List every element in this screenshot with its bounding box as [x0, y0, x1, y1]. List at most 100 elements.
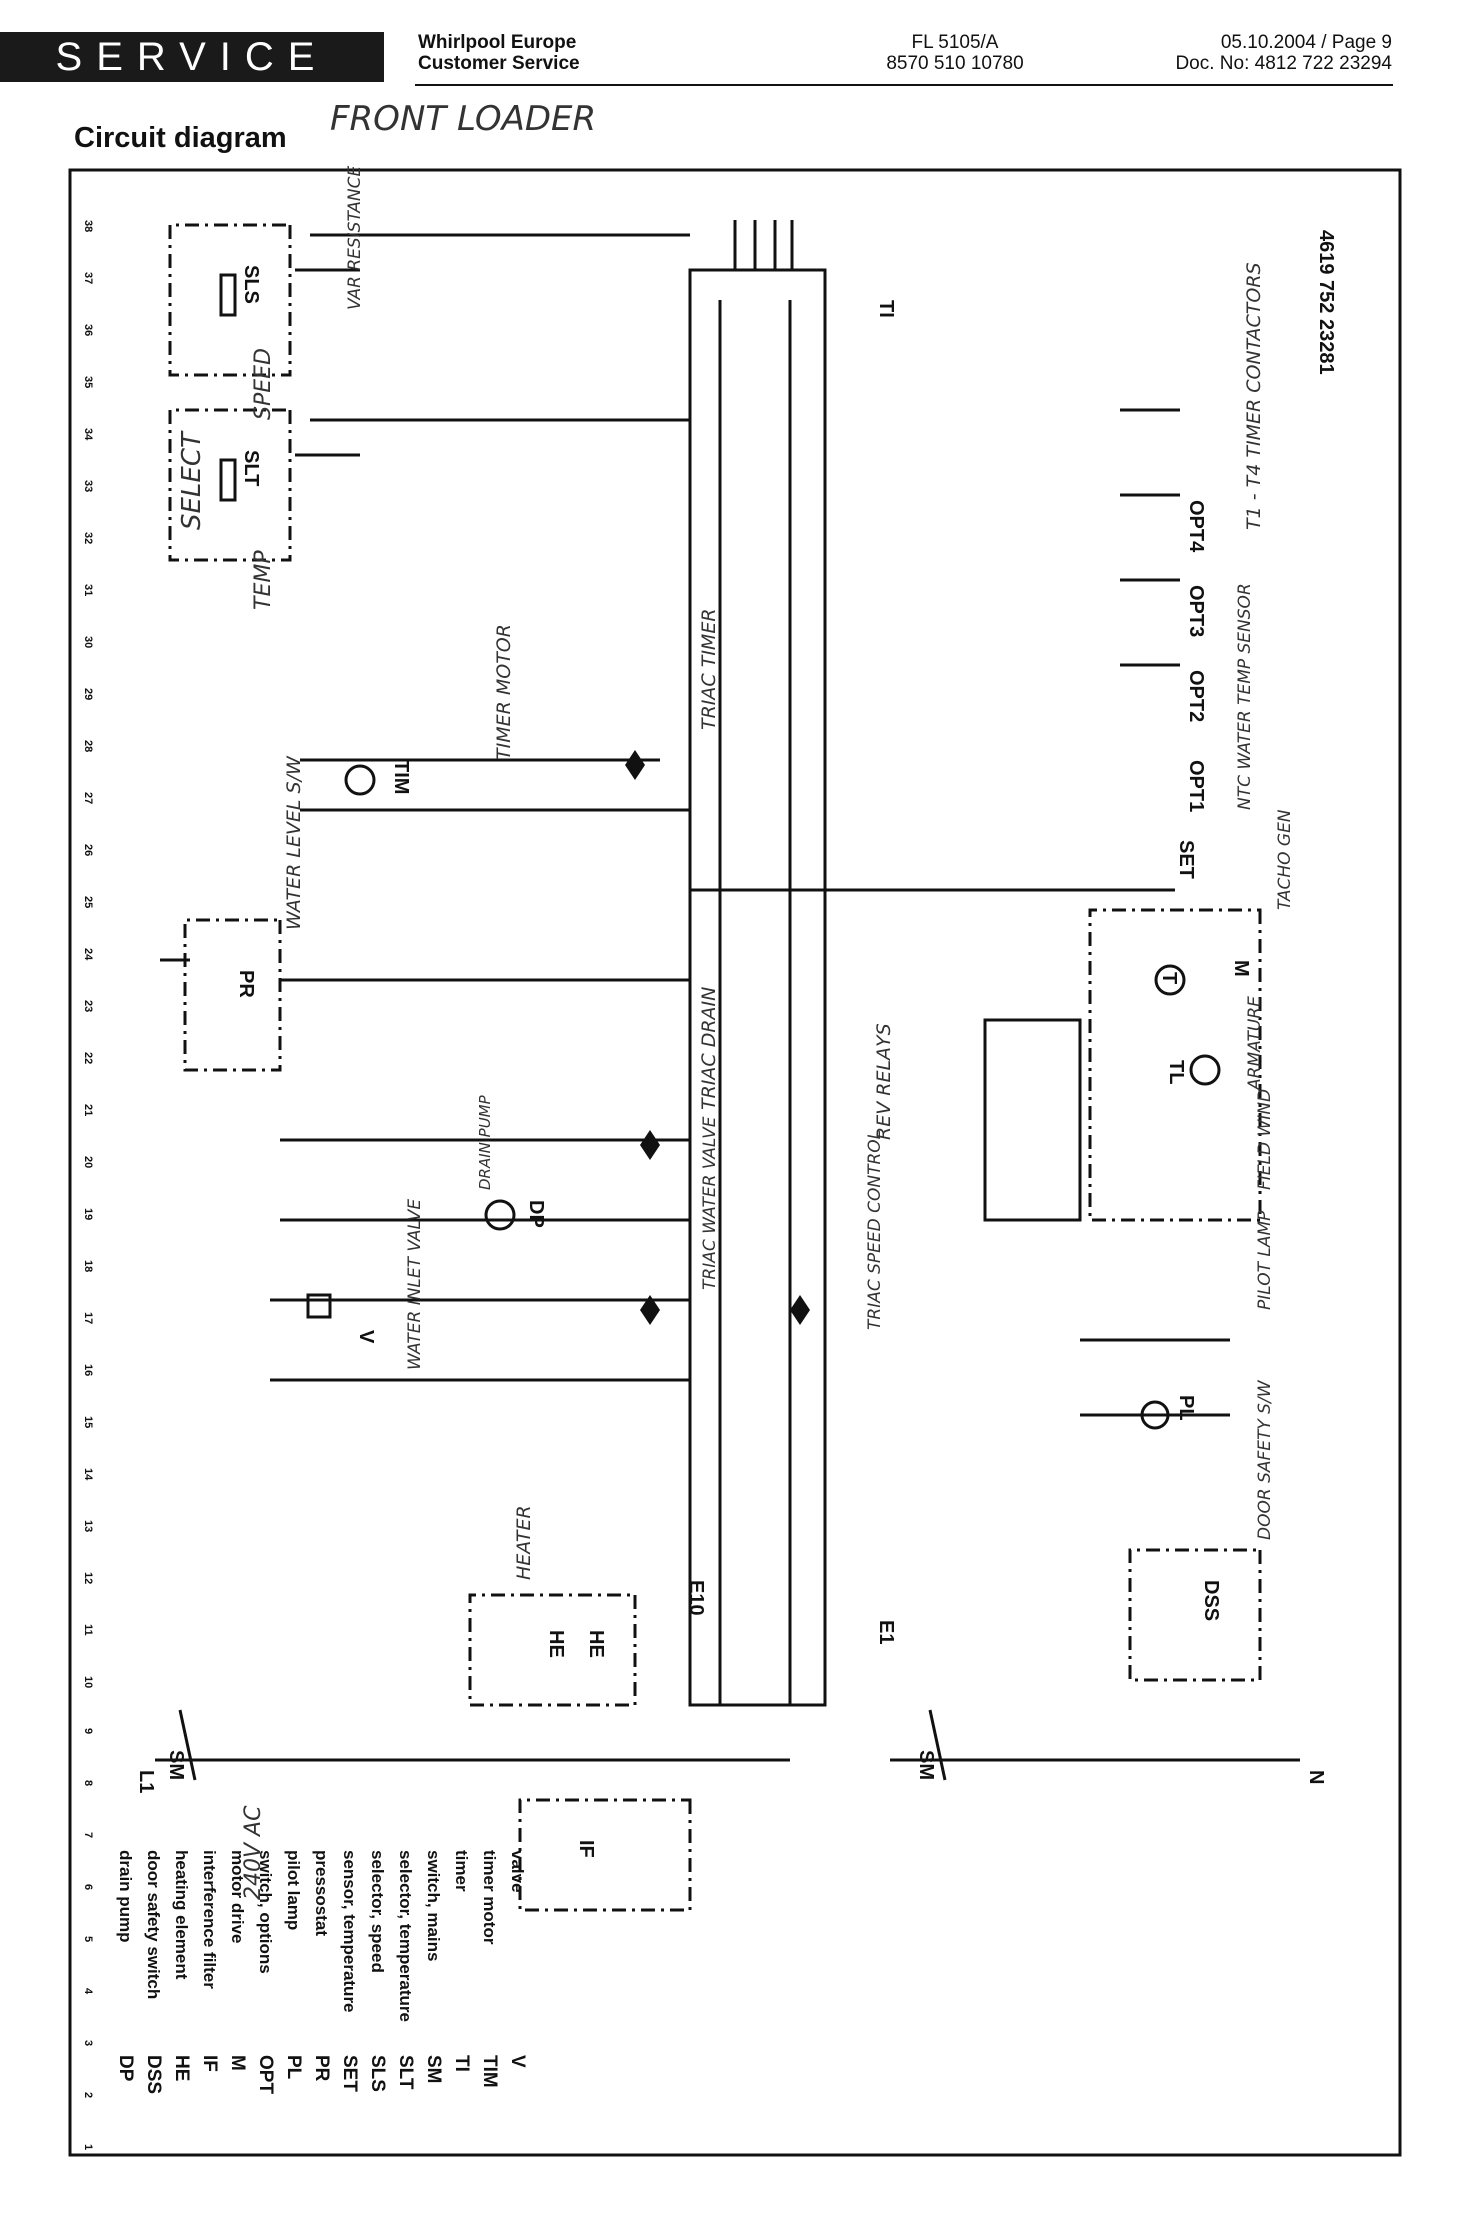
column-number: 19	[82, 1208, 94, 1220]
legend-code: DSS	[143, 2055, 164, 2094]
column-number: 26	[82, 844, 94, 856]
column-number: 25	[82, 896, 94, 908]
drawing-number: 4619 752 23281	[1315, 230, 1337, 375]
column-number: 13	[82, 1520, 94, 1532]
pr-label: PR	[235, 970, 257, 998]
service-text: SERVICE	[55, 35, 329, 79]
column-number: 20	[82, 1156, 94, 1168]
handwritten-ntc: NTC WATER TEMP SENSOR	[1235, 583, 1255, 810]
handwritten-triac-timer: TRIAC TIMER	[698, 608, 720, 730]
legend-desc: switch, options	[256, 1850, 275, 1974]
column-number: 3	[82, 2040, 94, 2046]
column-number: 37	[82, 272, 94, 284]
legend-desc: interference filter	[200, 1850, 219, 1989]
column-number: 7	[82, 1832, 94, 1838]
dss-label: DSS	[1200, 1580, 1222, 1621]
legend-code: PR	[311, 2055, 332, 2082]
timer-contacts	[733, 220, 794, 270]
neutral-label: N	[1305, 1770, 1327, 1784]
dss-box	[1128, 1548, 1262, 1682]
legend-code: DP	[115, 2055, 136, 2082]
column-number: 30	[82, 636, 94, 648]
live-label: L1	[135, 1770, 157, 1793]
doc-number: Doc. No: 4812 722 23294	[1175, 53, 1392, 74]
triac-speed-symbol	[790, 1295, 810, 1325]
timer-box	[688, 268, 827, 1707]
page-title: Circuit diagram	[74, 122, 287, 154]
column-number: 21	[82, 1104, 94, 1116]
sm-label-2: SM	[915, 1750, 937, 1780]
handwritten-front-loader: FRONT LOADER	[330, 99, 596, 139]
handwritten-door-safety: DOOR SAFETY S/W	[1255, 1379, 1275, 1540]
column-number: 24	[82, 948, 94, 961]
legend-code: SLT	[395, 2055, 416, 2090]
column-number: 5	[82, 1936, 94, 1942]
legend-desc: pilot lamp	[284, 1850, 303, 1930]
legend-code: OPT	[255, 2055, 276, 2094]
handwritten-tacho: TACHO GEN	[1275, 809, 1295, 910]
e1-label: E1	[875, 1620, 897, 1644]
column-number: 18	[82, 1260, 94, 1272]
sls-box	[168, 223, 292, 377]
legend-code: PL	[283, 2055, 304, 2080]
column-number: 35	[82, 376, 94, 388]
column-scale: 3837363534333231302928272625242322212019…	[82, 220, 94, 2150]
handwritten-timer-contactors: T1 - T4 TIMER CONTACTORS	[1243, 262, 1265, 530]
sm-label-1: SM	[165, 1750, 187, 1780]
company-dept: Customer Service	[418, 53, 580, 74]
if-label: IF	[575, 1840, 597, 1858]
handwritten-water-inlet: WATER INLET VALVE	[405, 1199, 425, 1370]
column-number: 27	[82, 792, 94, 804]
column-number: 10	[82, 1676, 94, 1688]
column-number: 2	[82, 2092, 94, 2098]
option-switches: OPT4 OPT3 OPT2 OPT1	[1120, 408, 1207, 812]
column-number: 11	[82, 1624, 94, 1636]
m-label: M	[1230, 960, 1252, 977]
diagram-frame	[68, 168, 1402, 2157]
column-number: 8	[82, 1780, 94, 1786]
opt4-label: OPT4	[1185, 500, 1207, 553]
e10-label: E10	[685, 1580, 707, 1616]
column-number: 29	[82, 688, 94, 700]
column-number: 15	[82, 1416, 94, 1428]
legend-desc: sensor, temperature	[340, 1850, 359, 2013]
pl-label: PL	[1175, 1395, 1197, 1421]
legend-desc: timer motor	[480, 1850, 499, 1945]
handwritten-speed: SPEED	[251, 348, 276, 420]
column-number: 33	[82, 480, 94, 492]
opt3-label: OPT3	[1185, 585, 1207, 637]
column-number: 14	[82, 1468, 94, 1481]
legend-desc: door safety switch	[144, 1850, 163, 1999]
column-number: 12	[82, 1572, 94, 1584]
handwritten-rev-relays: REV RELAYS	[873, 1023, 895, 1140]
motor-box	[1088, 908, 1262, 1222]
heater-box	[468, 1593, 637, 1707]
legend-desc: switch, mains	[424, 1850, 443, 1961]
legend-code: TIM	[479, 2055, 500, 2088]
tim-label: TIM	[390, 760, 412, 794]
rev-relay-box	[983, 1018, 1082, 1222]
v-label: V	[355, 1330, 377, 1344]
handwritten-triac-speed: TRIAC SPEED CONTROL	[865, 1130, 885, 1330]
legend-code: HE	[171, 2055, 192, 2081]
pr-box	[183, 918, 282, 1072]
legend-code: TI	[451, 2055, 472, 2072]
column-number: 4	[82, 1988, 94, 1995]
model-number: FL 5105/A	[911, 32, 999, 53]
column-number: 32	[82, 532, 94, 544]
column-number: 1	[82, 2144, 94, 2150]
handwritten-var-resistance: VAR RESISTANCE	[345, 165, 365, 310]
handwritten-field-wind: FIELD WIND	[1255, 1089, 1275, 1190]
column-number: 38	[82, 220, 94, 232]
column-number: 16	[82, 1364, 94, 1376]
timer-motor-symbol	[344, 764, 376, 796]
column-number: 9	[82, 1728, 94, 1734]
header-rule	[415, 84, 1393, 86]
tacho-symbol	[1154, 964, 1186, 996]
legend-code: SLS	[367, 2055, 388, 2092]
legend-code: SET	[339, 2055, 360, 2092]
tl-label: TL	[1165, 1060, 1187, 1084]
handwritten-temp: TEMP	[251, 550, 276, 610]
sls-label: SLS	[240, 265, 262, 304]
